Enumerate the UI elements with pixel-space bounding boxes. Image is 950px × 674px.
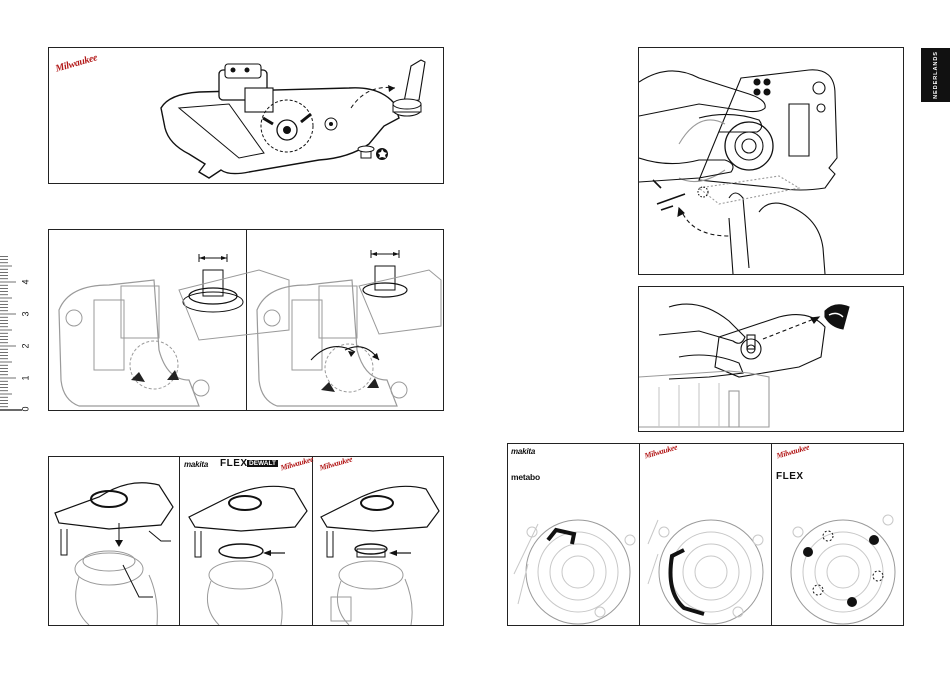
closeup-illustrations — [508, 444, 904, 626]
figure-panel-2 — [48, 229, 444, 411]
hands-plate-illustration — [639, 48, 904, 275]
language-tab: NEDERLANDS — [921, 48, 950, 102]
measurement-left — [59, 254, 289, 406]
ruler-label-3: 3 — [21, 311, 31, 316]
ruler-label-4: 4 — [21, 279, 31, 284]
plate-illustration-1 — [49, 48, 444, 184]
figure-panel-3: makita FLEX DEWALT Milwaukee Milwaukee — [48, 456, 444, 626]
ruler-label-0: 0 — [21, 406, 31, 411]
measurement-right — [257, 250, 441, 406]
figure-panel-1: Milwaukee — [48, 47, 444, 184]
measurement-ruler — [0, 256, 22, 412]
figure-panel-4 — [638, 47, 904, 275]
language-tab-label: NEDERLANDS — [933, 51, 939, 99]
plate-illustration-2 — [49, 230, 444, 411]
figure-panel-6: makita metabo Milwaukee Milwaukee FLEX — [507, 443, 904, 626]
ruler-label-1: 1 — [21, 375, 31, 380]
plate-illustration-3 — [49, 457, 444, 626]
ruler-ticks — [0, 256, 22, 412]
figure-panel-5 — [638, 286, 904, 432]
ruler-label-2: 2 — [21, 343, 31, 348]
grinder-plate-illustration — [639, 287, 904, 432]
